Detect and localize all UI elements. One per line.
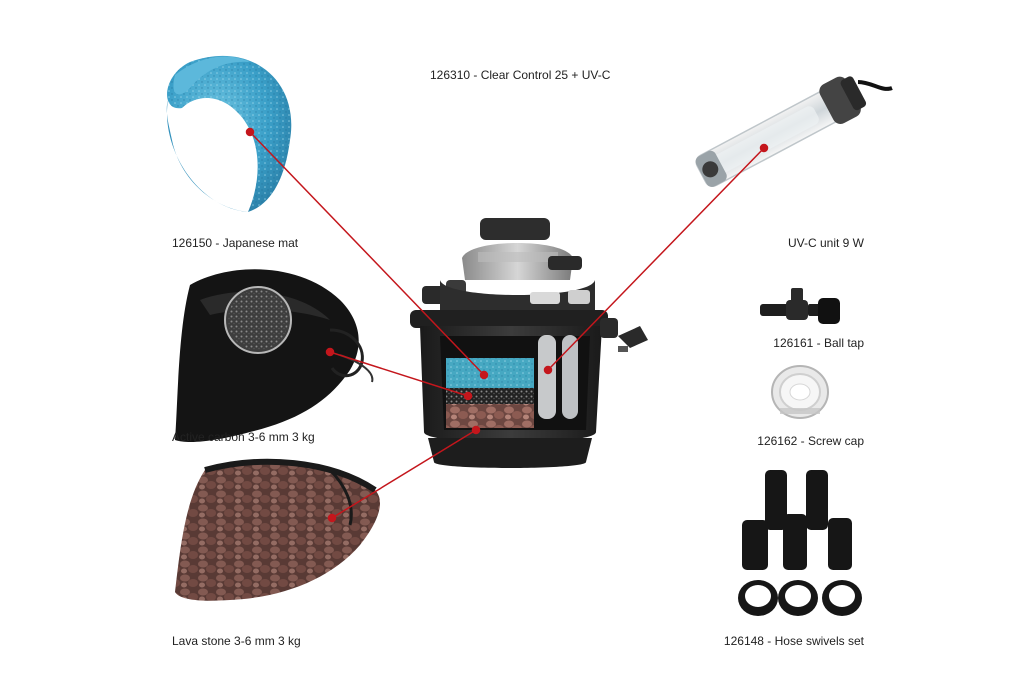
ball-tap-image (760, 288, 840, 324)
pointer-lines (245, 127, 769, 523)
label-hose-swivels: 126148 - Hose swivels set (723, 634, 864, 648)
japanese-mat-image (166, 55, 292, 213)
label-active-carbon: Active carbon 3-6 mm 3 kg (172, 430, 315, 444)
label-lava-stone: Lava stone 3-6 mm 3 kg (172, 634, 301, 648)
pond-filter-image (410, 218, 648, 468)
label-ball-tap: 126161 - Ball tap (773, 336, 864, 350)
label-japanese-mat: 126150 - Japanese mat (172, 236, 299, 250)
label-uvc-unit: UV-C unit 9 W (787, 236, 864, 250)
product-title: 126310 - Clear Control 25 + UV-C (430, 68, 611, 82)
lava-stone-bag-image (175, 458, 380, 601)
active-carbon-bag-image (175, 269, 374, 443)
hose-swivels-image (738, 470, 862, 616)
screw-cap-image (771, 365, 829, 419)
uvc-lamp-image (695, 76, 893, 187)
label-screw-cap: 126162 - Screw cap (757, 434, 864, 448)
